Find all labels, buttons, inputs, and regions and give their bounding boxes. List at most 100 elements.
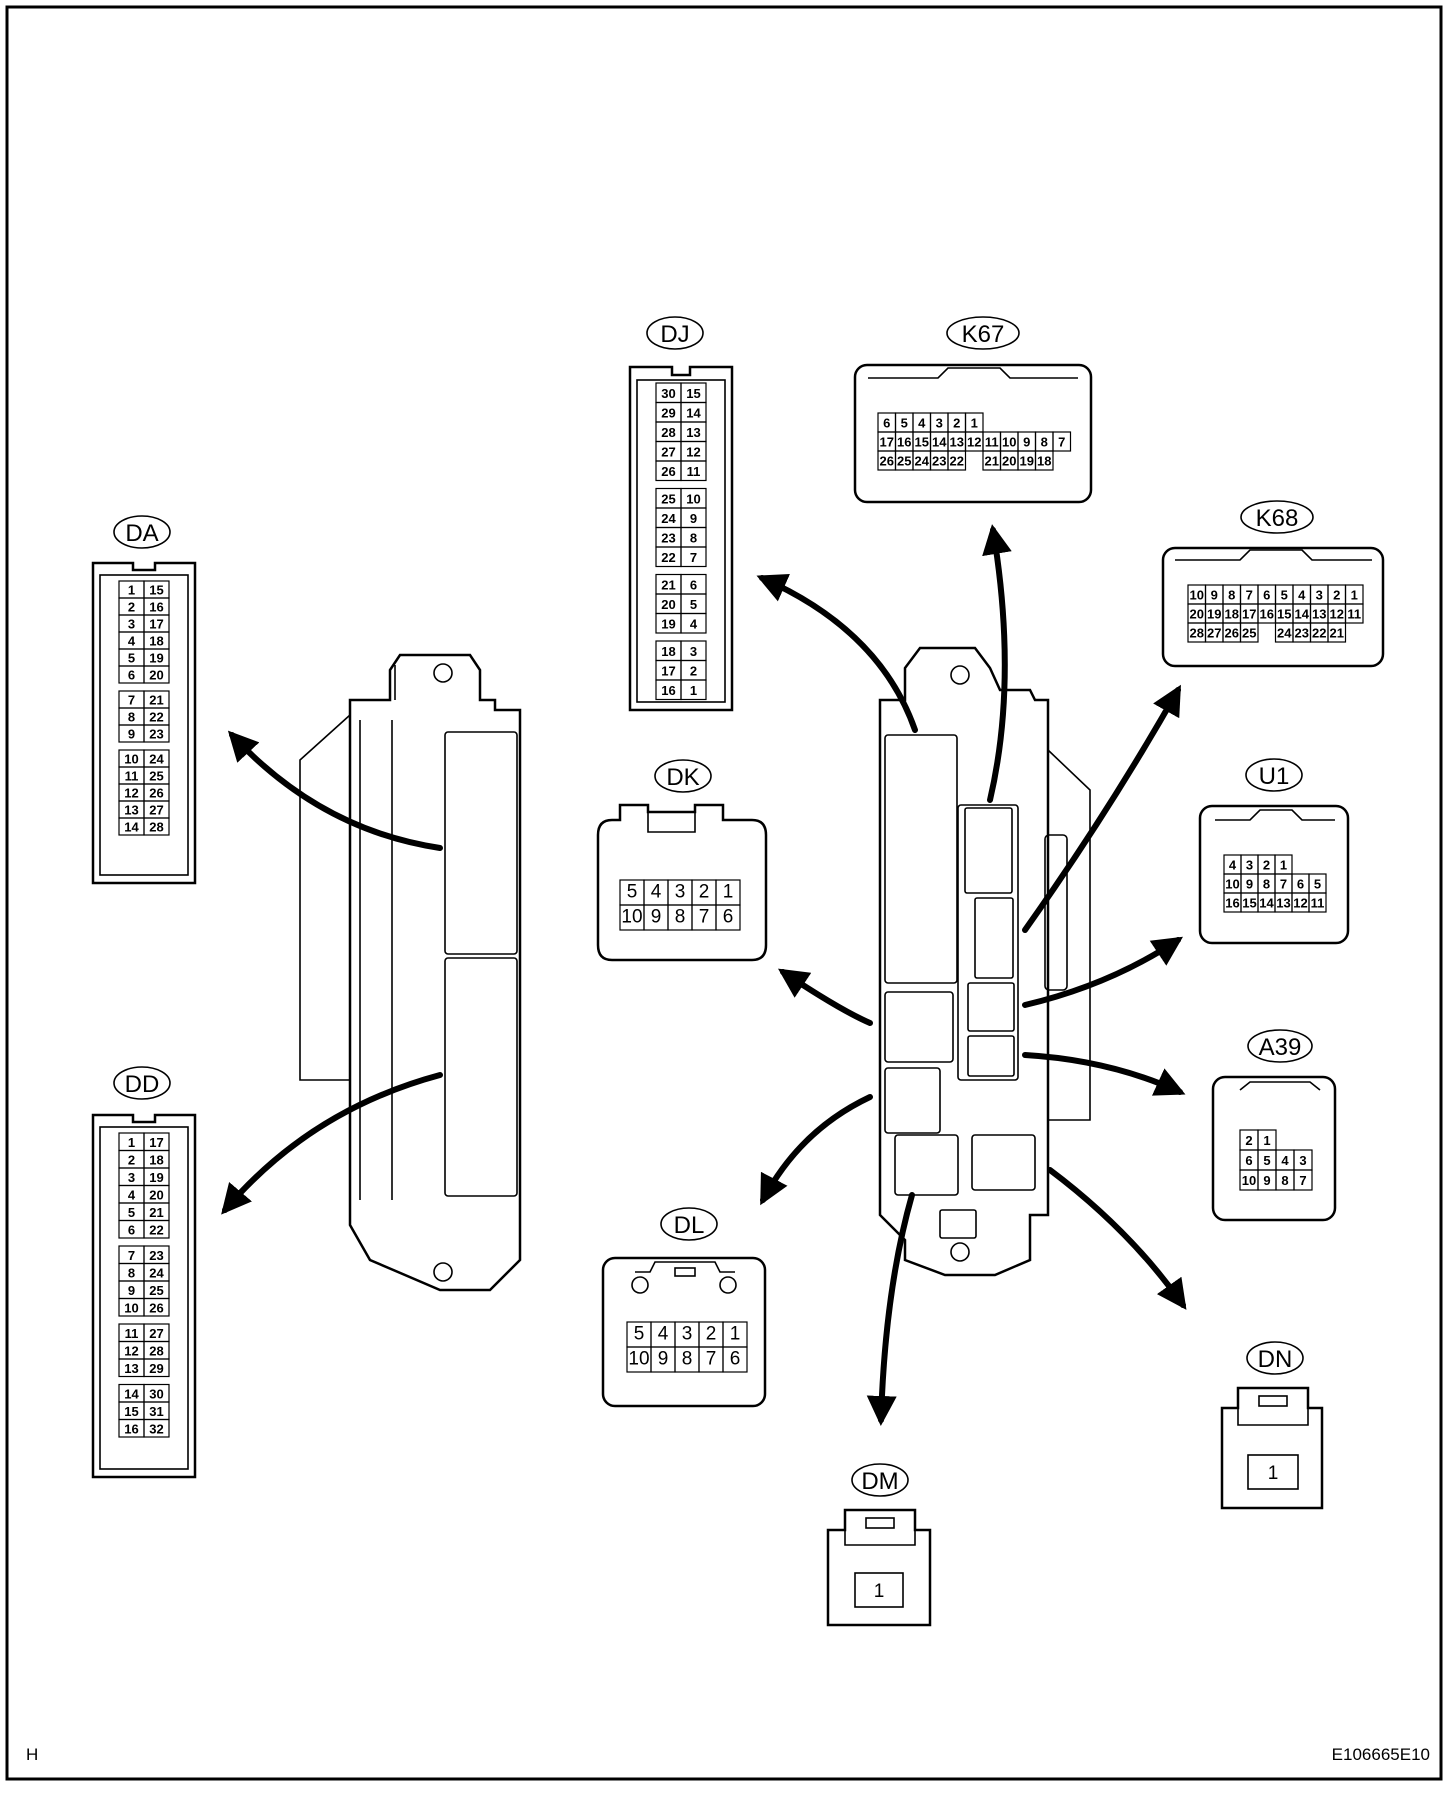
pin-k68-1: 1 xyxy=(1351,588,1358,603)
pin-k67-14: 14 xyxy=(932,435,947,450)
pin-da-6: 6 xyxy=(128,668,135,683)
pin-da-23: 23 xyxy=(149,727,163,742)
pin-da-14: 14 xyxy=(124,820,139,835)
pin-da-12: 12 xyxy=(124,786,138,801)
pin-dj-21: 21 xyxy=(661,577,675,592)
pin-u1-5: 5 xyxy=(1314,877,1321,892)
pin-cell-k68 xyxy=(1344,603,1364,624)
pin-dj-12: 12 xyxy=(686,444,700,459)
pin-k67-16: 16 xyxy=(897,435,911,450)
pin-dj-30: 30 xyxy=(661,386,675,401)
pin-dk-6: 6 xyxy=(723,907,734,928)
pin-da-2: 2 xyxy=(128,600,135,615)
pin-dj-23: 23 xyxy=(661,530,675,545)
pin-a39-4: 4 xyxy=(1281,1153,1289,1168)
connector-label-k68: K68 xyxy=(1256,505,1299,532)
arrow-to-u1 xyxy=(1022,936,1184,1008)
arrow-to-dj xyxy=(756,573,918,733)
pin-cell-k67 xyxy=(1052,431,1072,452)
pin-da-9: 9 xyxy=(128,727,135,742)
pin-dj-22: 22 xyxy=(661,550,675,565)
pin-da-15: 15 xyxy=(149,583,163,598)
pin-dd-8: 8 xyxy=(128,1265,135,1280)
pin-dd-6: 6 xyxy=(128,1222,135,1237)
pin-dd-15: 15 xyxy=(124,1404,138,1419)
pin-k68-13: 13 xyxy=(1312,607,1326,622)
pin-da-10: 10 xyxy=(124,752,138,767)
pin-k67-2: 2 xyxy=(953,416,960,431)
pin-dj-11: 11 xyxy=(687,464,701,479)
pin-dk-9: 9 xyxy=(651,907,662,928)
pin-cell-dj xyxy=(680,679,707,701)
pin-k67-4: 4 xyxy=(918,416,926,431)
pin-dj-25: 25 xyxy=(661,491,675,506)
pin-dd-9: 9 xyxy=(128,1283,135,1298)
pin-dd-31: 31 xyxy=(149,1404,163,1419)
pin-dd-10: 10 xyxy=(124,1300,138,1315)
pin-dd-11: 11 xyxy=(125,1326,139,1341)
pin-a39-10: 10 xyxy=(1242,1173,1256,1188)
pin-k67-13: 13 xyxy=(950,435,964,450)
arrow-to-dk xyxy=(778,968,873,1026)
pin-dd-30: 30 xyxy=(149,1386,163,1401)
arrow-to-a39 xyxy=(1022,1052,1186,1096)
pin-dd-21: 21 xyxy=(149,1205,163,1220)
pin-dd-14: 14 xyxy=(124,1386,139,1401)
pin-dd-4: 4 xyxy=(128,1187,136,1202)
pin-k67-7: 7 xyxy=(1058,435,1065,450)
pin-da-11: 11 xyxy=(125,769,139,784)
pin-u1-1: 1 xyxy=(1280,858,1287,873)
pin-k67-1: 1 xyxy=(971,416,978,431)
pin-k68-17: 17 xyxy=(1242,607,1256,622)
pin-k67-17: 17 xyxy=(880,435,894,450)
pin-da-3: 3 xyxy=(128,617,135,632)
pin-da-24: 24 xyxy=(149,752,164,767)
pin-cell-u1 xyxy=(1308,892,1327,913)
pin-a39-5: 5 xyxy=(1263,1153,1270,1168)
pin-dd-24: 24 xyxy=(149,1265,164,1280)
pin-cell-dj xyxy=(680,612,707,634)
pin-dd-25: 25 xyxy=(149,1283,163,1298)
pin-u1-15: 15 xyxy=(1242,896,1256,911)
pin-a39-2: 2 xyxy=(1245,1133,1252,1148)
corner-letter: H xyxy=(26,1745,38,1764)
pin-dl-5: 5 xyxy=(634,1324,645,1345)
connector-label-dn: DN xyxy=(1258,1346,1293,1373)
pin-da-27: 27 xyxy=(149,803,163,818)
pin-u1-11: 11 xyxy=(1311,896,1325,911)
arrow-to-dn xyxy=(1047,1167,1187,1310)
connector-label-a39: A39 xyxy=(1259,1034,1302,1061)
pin-k68-11: 11 xyxy=(1347,607,1361,622)
pin-dj-1: 1 xyxy=(690,683,697,698)
pin-dj-20: 20 xyxy=(661,597,675,612)
pin-u1-14: 14 xyxy=(1259,896,1274,911)
pin-cell-dd xyxy=(143,1418,170,1438)
page-border xyxy=(5,5,1443,1781)
pin-dd-5: 5 xyxy=(128,1205,135,1220)
pin-k67-21: 21 xyxy=(985,454,999,469)
pin-da-28: 28 xyxy=(149,820,163,835)
pin-dn-1: 1 xyxy=(1268,1463,1279,1484)
pin-k67-22: 22 xyxy=(950,454,964,469)
pin-dj-3: 3 xyxy=(690,644,697,659)
pin-k68-2: 2 xyxy=(1333,588,1340,603)
pin-dj-9: 9 xyxy=(690,511,697,526)
pin-u1-6: 6 xyxy=(1297,877,1304,892)
arrow-to-dd xyxy=(221,1072,443,1215)
pin-cell-k68 xyxy=(1327,622,1347,643)
pin-k67-15: 15 xyxy=(915,435,929,450)
pin-dj-28: 28 xyxy=(661,425,675,440)
pin-k68-16: 16 xyxy=(1260,607,1274,622)
pin-dl-4: 4 xyxy=(658,1324,669,1345)
pin-dj-27: 27 xyxy=(661,444,675,459)
pin-cell-dl xyxy=(722,1346,748,1373)
pin-k68-21: 21 xyxy=(1330,626,1344,641)
